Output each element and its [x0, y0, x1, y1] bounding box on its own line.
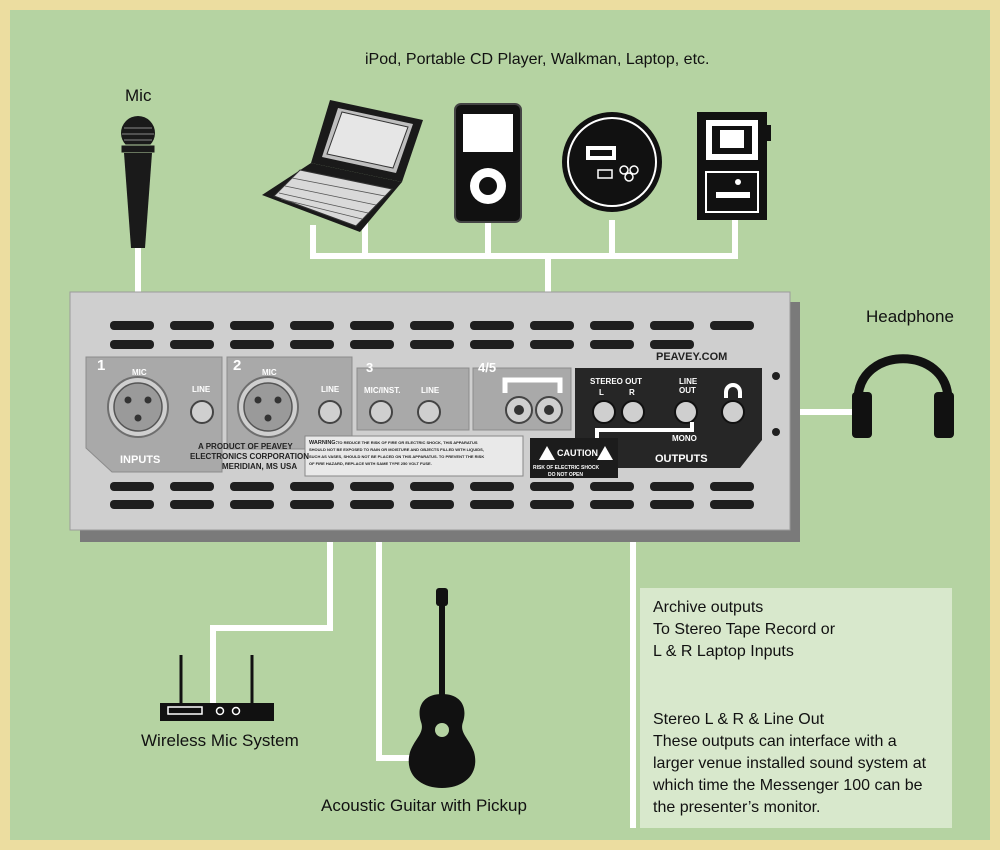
stereo-out-r-jack [621, 400, 645, 424]
line-jack-2 [318, 400, 342, 424]
microphone-icon [120, 116, 156, 248]
maker-line-3: MERIDIAN, MS USA [222, 462, 297, 471]
caution-label: CAUTION [557, 448, 598, 458]
channel-3-mic-inst-label: MIC/INST. [364, 386, 400, 395]
channel-2-line-label: LINE [321, 385, 340, 394]
sources-label: iPod, Portable CD Player, Walkman, Lapto… [365, 51, 710, 68]
stereo-line-3: larger venue installed sound system at [653, 755, 927, 772]
xlr-jack-1 [107, 376, 169, 438]
top-vents [110, 321, 754, 349]
output-jacks [592, 400, 745, 440]
warning-line-3: SUCH AS VASES, SHOULD NOT BE PLACED ON T… [309, 454, 484, 459]
output-panel [575, 368, 762, 468]
stereo-out-l-label: L [599, 388, 604, 397]
headphone-jack [721, 400, 745, 424]
caution-triangle-icon-right [597, 446, 613, 460]
laptop-icon [262, 100, 423, 232]
warning-line-2: SHOULD NOT BE EXPOSED TO RAIN OR MOISTUR… [309, 447, 484, 452]
archive-line-3: L & R Laptop Inputs [653, 643, 794, 660]
outputs-label: OUTPUTS [655, 453, 708, 465]
line-out-label-2: OUT [679, 386, 696, 395]
stereo-line-4: which time the Messenger 100 can be [653, 777, 923, 794]
inputs-label: INPUTS [120, 454, 160, 466]
headphone-icon [852, 354, 954, 438]
ipod-icon [454, 103, 522, 223]
wireless-receiver-icon [160, 655, 274, 721]
headphone-output-icon [724, 383, 742, 398]
headphone-label: Headphone [866, 307, 954, 326]
channel-2-mic-label: MIC [262, 368, 277, 377]
warning-title: WARNING: [309, 440, 338, 446]
rca-jacks-45 [502, 377, 563, 424]
line-jack-3 [417, 400, 441, 424]
line-jack-1 [190, 400, 214, 424]
info-box: Archive outputs To Stereo Tape Record or… [640, 588, 952, 828]
wireless-mic-label: Wireless Mic System [141, 731, 299, 750]
warning-line-4: OF FIRE HAZARD, REPLACE WITH SAME TYPE 2… [309, 461, 432, 466]
caution-line-1: RISK OF ELECTRIC SHOCK [533, 465, 600, 471]
line-out-label-1: LINE [679, 377, 698, 386]
stereo-line-5: the presenter’s monitor. [653, 799, 821, 816]
stereo-out-r-label: R [629, 388, 635, 397]
acoustic-guitar-icon [408, 588, 476, 788]
line-out-jack [674, 400, 698, 424]
rear-panel [69, 291, 800, 542]
cd-player-icon [562, 112, 662, 212]
channel-45-number: 4/5 [478, 360, 496, 375]
warning-label-bg [304, 435, 524, 477]
bottom-vents [110, 482, 754, 509]
xlr-jack-2 [237, 376, 299, 438]
source-bus-cable [310, 220, 738, 259]
stereo-out-l-jack [592, 400, 616, 424]
caution-triangle-icon [539, 446, 555, 460]
maker-line-2: ELECTRONICS CORPORATION [190, 452, 309, 461]
stereo-line-1: Stereo L & R & Line Out [653, 711, 825, 728]
mount-hole-bottom [772, 428, 780, 436]
mono-label: MONO [672, 434, 697, 443]
mic-label: Mic [125, 86, 152, 105]
stereo-line-2: These outputs can interface with a [653, 733, 897, 750]
walkman-icon [697, 112, 771, 220]
stereo-out-label: STEREO OUT [590, 377, 642, 386]
channel-3-line-label: LINE [421, 386, 440, 395]
archive-line-1: Archive outputs [653, 599, 764, 616]
channel-2-number: 2 [233, 357, 241, 374]
archive-line-2: To Stereo Tape Record or [653, 621, 836, 638]
brand-label: PEAVEY.COM [656, 351, 727, 363]
mic-inst-jack-3 [369, 400, 393, 424]
maker-line-1: A PRODUCT OF PEAVEY [198, 442, 293, 451]
caution-line-2: DO NOT OPEN [548, 472, 583, 478]
mount-hole-top [772, 372, 780, 380]
warning-line-1: TO REDUCE THE RISK OF FIRE OR ELECTRIC S… [337, 440, 478, 445]
channel-3-number: 3 [366, 360, 373, 375]
channel-1-mic-label: MIC [132, 368, 147, 377]
channel-1-number: 1 [97, 357, 105, 374]
channel-1-line-label: LINE [192, 385, 211, 394]
guitar-label: Acoustic Guitar with Pickup [321, 796, 527, 815]
